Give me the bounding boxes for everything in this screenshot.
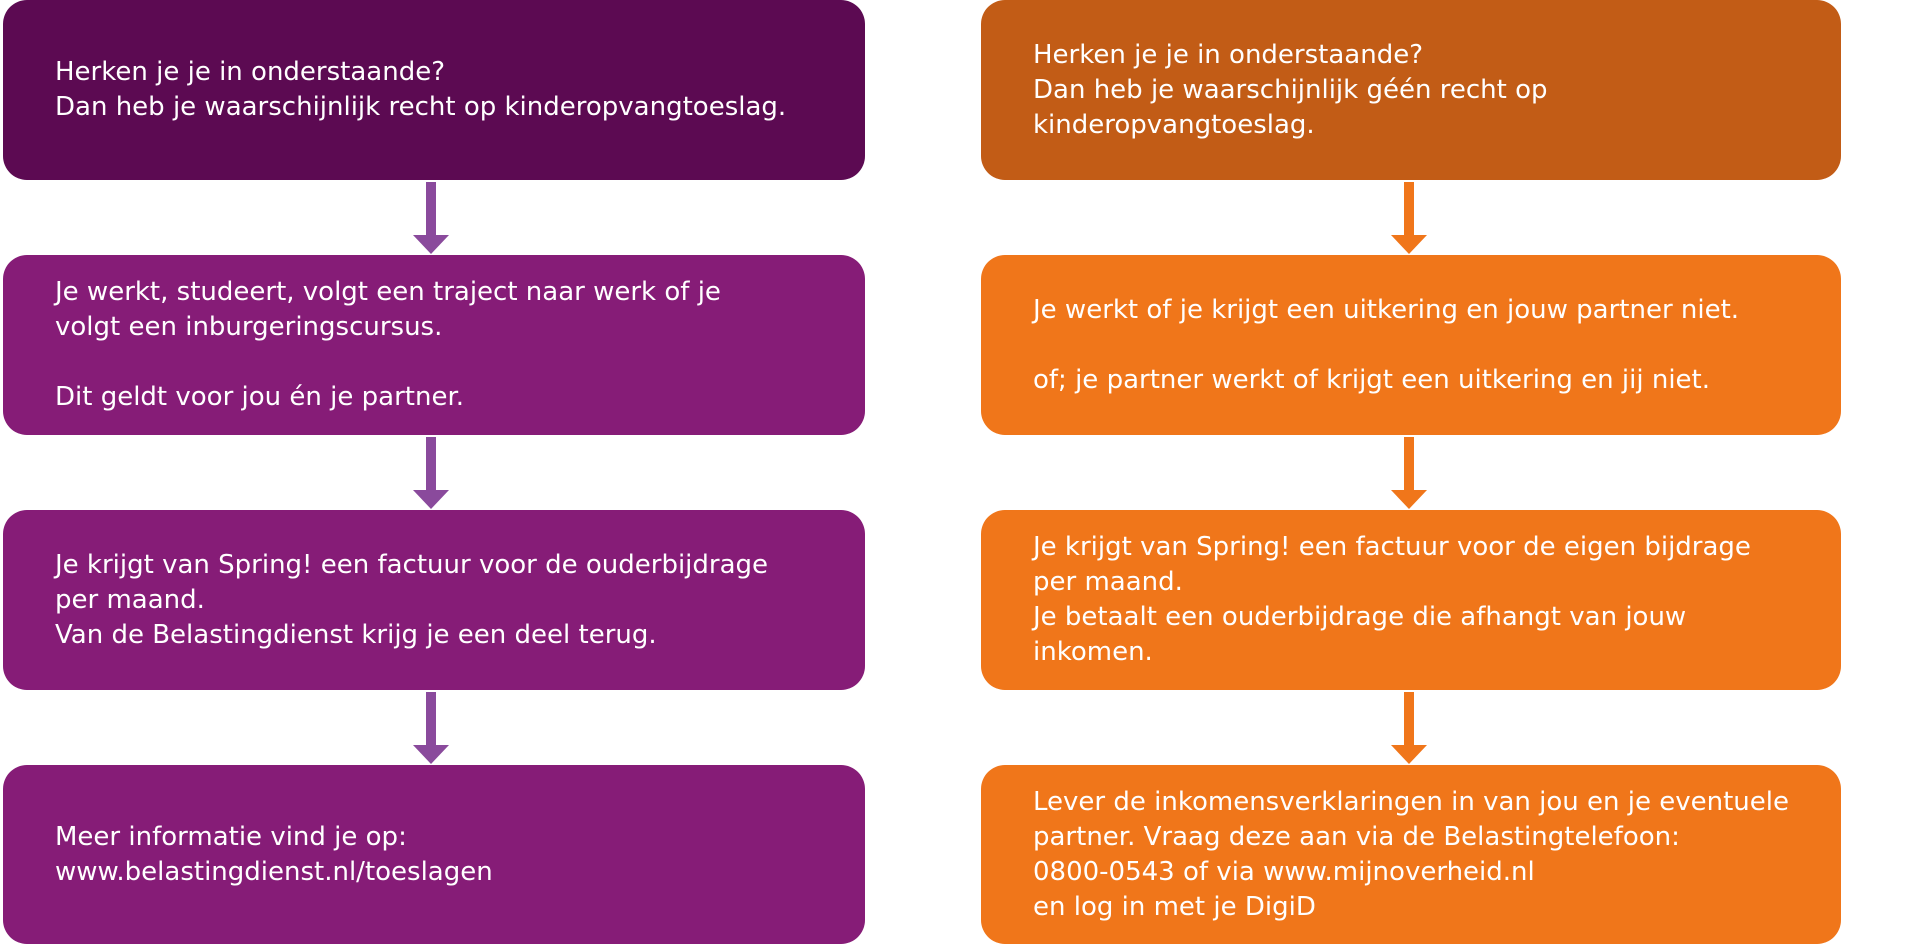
right-box-4-line-4: en log in met je DigiD (1033, 891, 1316, 922)
left-box-3-line-2: per maand. (55, 584, 205, 615)
right-box-1: Herken je je in onderstaande? Dan heb je… (981, 0, 1841, 180)
arrow-shaft (426, 437, 436, 493)
arrow-shaft (426, 182, 436, 238)
right-box-4-line-1: Lever de inkomensverklaringen in van jou… (1033, 786, 1790, 817)
right-box-3-line-1: Je krijgt van Spring! een factuur voor d… (1033, 532, 1751, 562)
left-box-3: Je krijgt van Spring! een factuur voor d… (3, 510, 865, 690)
right-arrow-2-icon (1391, 437, 1427, 509)
left-box-4-line-2: www.belastingdienst.nl/toeslagen (55, 856, 493, 887)
left-box-1-line-1: Herken je je in onderstaande? (55, 57, 445, 87)
arrow-head (1391, 745, 1427, 764)
left-box-2: Je werkt, studeert, volgt een traject na… (3, 255, 865, 435)
arrow-shaft (1404, 182, 1414, 238)
arrow-shaft (1404, 692, 1414, 748)
arrow-shaft (426, 692, 436, 748)
right-box-3-line-3: Je betaalt een ouderbijdrage die afhangt… (1033, 602, 1687, 632)
right-arrow-1-icon (1391, 182, 1427, 254)
right-box-3-line-4: inkomen. (1033, 637, 1153, 667)
arrow-shaft (1404, 437, 1414, 493)
right-box-2-line-3: of; je partner werkt of krijgt een uitke… (1033, 364, 1711, 395)
left-box-3-line-3: Van de Belastingdienst krijg je een deel… (55, 619, 657, 650)
arrow-head (413, 745, 449, 764)
left-box-3-line-1: Je krijgt van Spring! een factuur voor d… (55, 549, 769, 580)
left-box-1: Herken je je in onderstaande? Dan heb je… (3, 0, 865, 180)
left-box-1-line-2: Dan heb je waarschijnlijk recht op kinde… (55, 92, 787, 122)
right-arrow-3-icon (1391, 692, 1427, 764)
arrow-head (413, 235, 449, 254)
left-arrow-3-icon (413, 692, 449, 764)
left-arrow-2-icon (413, 437, 449, 509)
left-box-2-line-2: volgt een inburgeringscursus. (55, 312, 443, 342)
right-box-1-line-2: Dan heb je waarschijnlijk géén recht op (1033, 74, 1548, 105)
arrow-head (1391, 490, 1427, 509)
left-box-4-line-1: Meer informatie vind je op: (55, 821, 407, 852)
arrow-head (413, 490, 449, 509)
right-box-4: Lever de inkomensverklaringen in van jou… (981, 765, 1841, 944)
right-box-2-spacer (1033, 328, 1789, 363)
left-box-2-spacer (55, 345, 813, 380)
right-box-3-line-2: per maand. (1033, 567, 1183, 597)
right-box-3: Je krijgt van Spring! een factuur voor d… (981, 510, 1841, 690)
left-box-2-line-4: Dit geldt voor jou én je partner. (55, 382, 465, 412)
left-box-4: Meer informatie vind je op: www.belastin… (3, 765, 865, 944)
arrow-head (1391, 235, 1427, 254)
right-box-2: Je werkt of je krijgt een uitkering en j… (981, 255, 1841, 435)
right-box-4-line-2: partner. Vraag deze aan via de Belasting… (1033, 821, 1680, 852)
left-box-2-line-1: Je werkt, studeert, volgt een traject na… (55, 277, 721, 307)
right-box-1-line-1: Herken je je in onderstaande? (1033, 39, 1423, 70)
left-arrow-1-icon (413, 182, 449, 254)
right-box-1-line-3: kinderopvangtoeslag. (1033, 109, 1315, 140)
right-box-4-line-3: 0800-0543 of via www.mijnoverheid.nl (1033, 856, 1535, 887)
right-box-2-line-1: Je werkt of je krijgt een uitkering en j… (1033, 294, 1740, 325)
